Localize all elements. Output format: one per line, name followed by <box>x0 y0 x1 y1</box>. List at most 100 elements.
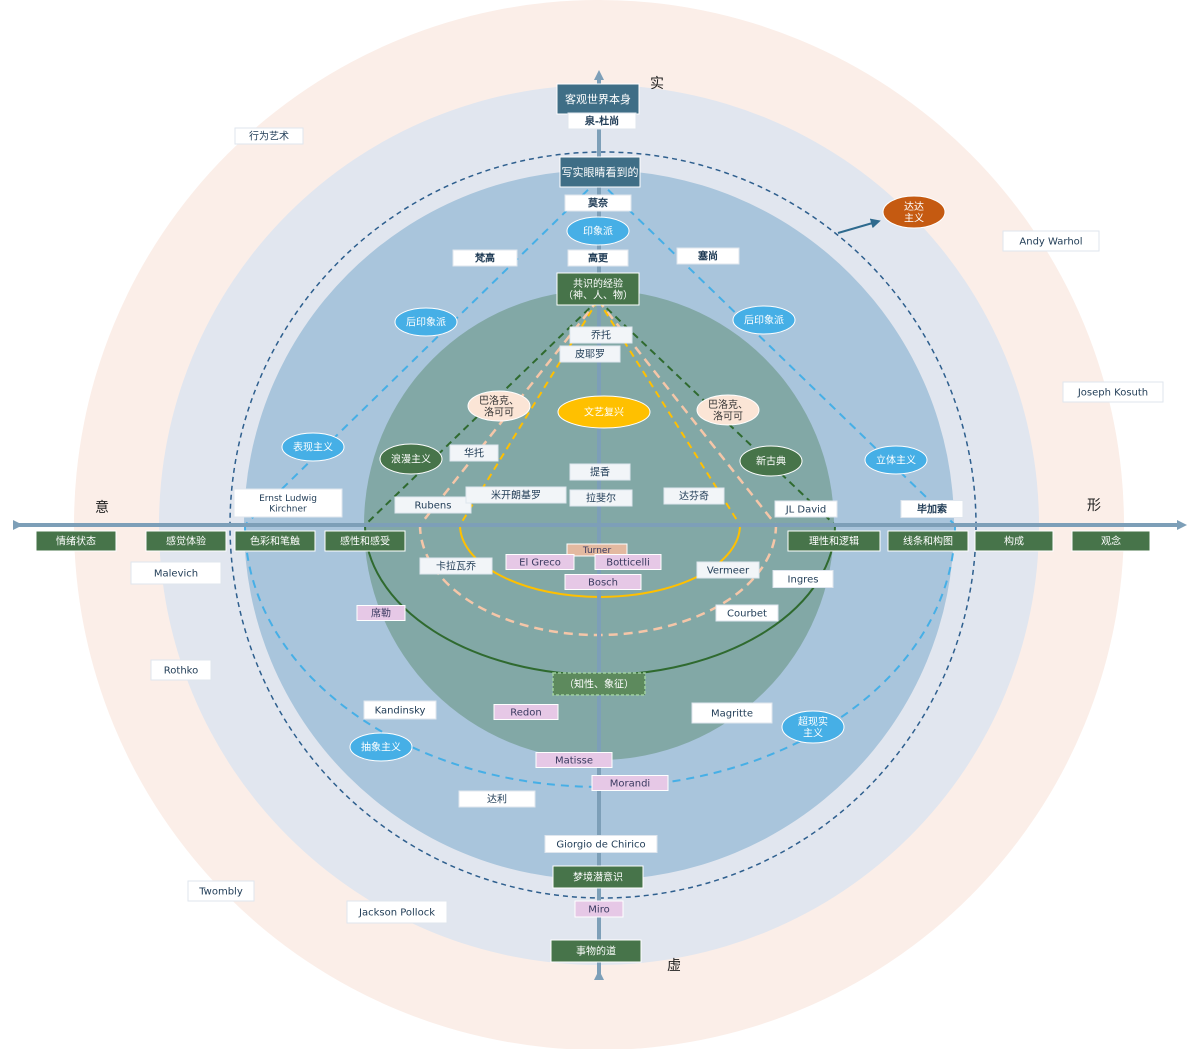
malevich-label-text: Malevich <box>154 569 198 580</box>
color-brush-box-shape <box>234 530 316 552</box>
vermeer-label: Vermeer <box>696 561 760 579</box>
pollock-label-shape <box>346 900 448 924</box>
dada-arrow <box>837 218 881 234</box>
da-vinci-label-shape <box>663 487 725 505</box>
abstractionism-ellipse-text: 抽象主义 <box>361 741 401 754</box>
bosch-box-shape <box>564 574 642 590</box>
andy-warhol-label: Andy Warhol <box>1002 230 1100 252</box>
line-comp-box-shape <box>887 530 969 552</box>
post-impressionism-left-ellipse-shape <box>394 307 458 337</box>
abstractionism-ellipse: 抽象主义 <box>349 732 413 762</box>
post-impressionism-right-ellipse-text: 后印象派 <box>744 315 784 327</box>
ingres-label: Ingres <box>772 570 834 588</box>
abstractionism-ellipse-shape <box>349 732 413 762</box>
duchamp-label-shape <box>567 112 637 130</box>
courbet-label-shape <box>715 604 779 622</box>
concept-box: 观念 <box>1071 530 1151 552</box>
consensus-box-text: 共识的经验（神、人、物） <box>563 277 633 302</box>
performance-art-label: 行为艺术 <box>234 127 304 145</box>
baroque-left-ellipse: 巴洛克、洛可可 <box>467 390 531 422</box>
caravaggio-label-shape <box>419 557 493 575</box>
piero-label: 皮耶罗 <box>559 345 621 363</box>
dream-box: 梦境潜意识 <box>552 865 644 889</box>
axis-bottom-label: 虚 <box>667 958 681 974</box>
matisse-box-text: Matisse <box>555 756 593 767</box>
morandi-box: Morandi <box>591 775 669 791</box>
neoclassicism-ellipse-text: 新古典 <box>756 455 786 468</box>
michelangelo-label-shape <box>465 486 567 504</box>
kandinsky-label: Kandinsky <box>363 700 437 720</box>
sensibility-box: 感性和感受 <box>324 530 406 552</box>
giotto-label-shape <box>569 326 633 344</box>
post-impressionism-right-ellipse-shape <box>732 305 796 335</box>
schiele-box: 席勒 <box>356 605 406 621</box>
giotto-label: 乔托 <box>569 326 633 344</box>
dadaism-ellipse-text: 达达主义 <box>904 201 924 225</box>
baroque-left-ellipse-shape <box>467 390 531 422</box>
romanticism-ellipse: 浪漫主义 <box>379 443 443 475</box>
botticelli-box: Botticelli <box>594 554 662 570</box>
kandinsky-label-text: Kandinsky <box>375 706 426 717</box>
van-gogh-label: 梵高 <box>452 249 518 267</box>
el-greco-box-text: El Greco <box>519 558 561 569</box>
pollock-label-text: Jackson Pollock <box>358 908 435 919</box>
vermeer-label-shape <box>696 561 760 579</box>
botticelli-box-shape <box>594 554 662 570</box>
twombly-label: Twombly <box>187 880 255 902</box>
goya-label-text: 华托 <box>464 447 484 460</box>
raphael-label-shape <box>569 489 633 507</box>
dali-label-text: 达利 <box>487 794 507 806</box>
vermeer-label-text: Vermeer <box>707 566 750 577</box>
pollock-label: Jackson Pollock <box>346 900 448 924</box>
intellect-box-shape <box>552 672 646 696</box>
baroque-right-ellipse-text: 巴洛克、洛可可 <box>708 398 748 423</box>
morandi-box-shape <box>591 775 669 791</box>
rubens-label-shape <box>394 496 472 514</box>
color-brush-box-text: 色彩和笔触 <box>250 535 300 548</box>
magritte-label-shape <box>691 702 773 724</box>
reason-logic-box: 理性和逻辑 <box>787 530 881 552</box>
courbet-label: Courbet <box>715 604 779 622</box>
dream-box-shape <box>552 865 644 889</box>
line-comp-box: 线条和构图 <box>887 530 969 552</box>
picasso-label: 毕加索 <box>900 500 964 518</box>
consensus-box-shape <box>556 272 640 306</box>
goya-label: 华托 <box>449 444 499 462</box>
construction-box: 构成 <box>974 530 1054 552</box>
chirico-label-shape <box>544 835 658 853</box>
realistic-seen-box-text: 写实眼睛看到的 <box>562 165 639 179</box>
dali-label-shape <box>458 790 536 808</box>
post-impressionism-left-ellipse: 后印象派 <box>394 307 458 337</box>
sensibility-box-shape <box>324 530 406 552</box>
da-vinci-label: 达芬奇 <box>663 487 725 505</box>
rubens-label: Rubens <box>394 496 472 514</box>
cezanne-label-shape <box>676 247 740 265</box>
redon-box-text: Redon <box>510 708 541 719</box>
neoclassicism-ellipse: 新古典 <box>739 445 803 477</box>
romanticism-ellipse-text: 浪漫主义 <box>391 453 431 466</box>
construction-box-shape <box>974 530 1054 552</box>
surrealism-ellipse-shape <box>781 710 845 744</box>
magritte-label: Magritte <box>691 702 773 724</box>
cubism-ellipse-shape <box>864 445 928 475</box>
miro-box: Miro <box>574 900 624 918</box>
line-comp-box-text: 线条和构图 <box>903 535 953 548</box>
caravaggio-label: 卡拉瓦乔 <box>419 557 493 575</box>
caravaggio-label-text: 卡拉瓦乔 <box>436 560 476 573</box>
schiele-box-text: 席勒 <box>371 607 391 620</box>
rothko-label-text: Rothko <box>164 666 198 677</box>
turner-box-text: Turner <box>582 546 612 556</box>
impressionism-ellipse-shape <box>566 216 630 246</box>
ingres-label-shape <box>772 570 834 588</box>
joseph-kosuth-label: Joseph Kosuth <box>1062 381 1164 403</box>
duchamp-label: 泉-杜尚 <box>567 112 637 130</box>
renaissance-ellipse-text: 文艺复兴 <box>584 406 624 419</box>
raphael-label: 拉斐尔 <box>569 489 633 507</box>
twombly-label-shape <box>187 880 255 902</box>
dadaism-ellipse: 达达主义 <box>882 195 946 229</box>
matisse-box-shape <box>535 752 613 768</box>
construction-box-text: 构成 <box>1004 535 1024 548</box>
twombly-label-text: Twombly <box>198 887 243 898</box>
